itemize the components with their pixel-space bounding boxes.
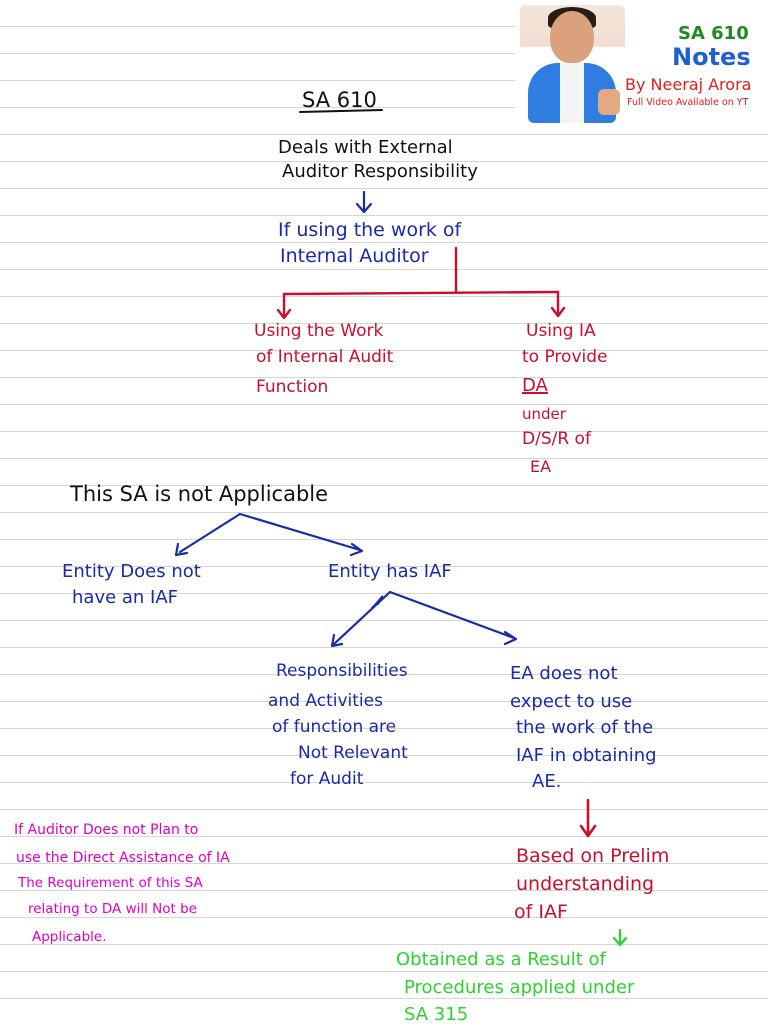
- right-branch-line-2: to Provide: [522, 348, 607, 368]
- right-branch-line-1: Using IA: [526, 322, 596, 342]
- red-branch-left: [278, 294, 290, 318]
- right-branch-line-4: under: [522, 406, 566, 423]
- da-line-4: relating to DA will Not be: [28, 902, 197, 918]
- right-branch-line-3: DA: [522, 376, 548, 397]
- right-branch-line-5: D/S/R of: [522, 430, 591, 450]
- ea-line-3: the work of the: [516, 718, 653, 739]
- author-photo: [520, 5, 625, 123]
- resp-line-3: of function are: [272, 718, 396, 738]
- obtained-line-2: Procedures applied under: [404, 978, 634, 999]
- da-line-1: If Auditor Does not Plan to: [14, 822, 198, 838]
- red-branch-line: [284, 292, 558, 294]
- obtained-line-1: Obtained as a Result of: [396, 950, 606, 971]
- if-line-2: Internal Auditor: [280, 246, 429, 268]
- red-branch-right: [552, 292, 564, 316]
- obtained-line-3: SA 315: [404, 1005, 468, 1026]
- resp-line-1: Responsibilities: [276, 662, 408, 682]
- resp-line-2: and Activities: [268, 692, 383, 712]
- left-branch-line-2: of Internal Audit: [256, 348, 393, 368]
- arrow-ae-to-prelim: [581, 800, 595, 836]
- resp-line-5: for Audit: [290, 770, 363, 790]
- prelim-line-2: understanding: [516, 874, 654, 896]
- arrow-to-has-iaf: [240, 514, 362, 555]
- deals-line-2: Auditor Responsibility: [282, 162, 478, 183]
- no-iaf-line-1: Entity Does not: [62, 562, 201, 583]
- banner-sa-number: SA 610: [678, 24, 749, 45]
- ea-line-1: EA does not: [510, 664, 618, 685]
- no-iaf-line-2: have an IAF: [72, 588, 178, 609]
- da-line-2: use the Direct Assistance of IA: [16, 850, 230, 866]
- ea-line-5: AE.: [532, 772, 561, 793]
- arrow-to-no-iaf: [176, 514, 240, 555]
- has-iaf-label: Entity has IAF: [328, 562, 452, 583]
- prelim-line-1: Based on Prelim: [516, 846, 669, 868]
- da-line-5: Applicable.: [32, 930, 107, 946]
- not-applicable-heading: This SA is not Applicable: [70, 482, 328, 506]
- banner-author: By Neeraj Arora: [625, 76, 751, 94]
- if-line-1: If using the work of: [278, 220, 461, 242]
- deals-line-1: Deals with External: [278, 138, 453, 159]
- resp-line-4: Not Relevant: [298, 744, 408, 764]
- banner-video-note: Full Video Available on YT: [627, 98, 748, 109]
- arrow-to-ea: [390, 592, 516, 644]
- arrow-prelim-to-obtained: [614, 930, 626, 945]
- ea-line-2: expect to use: [510, 692, 632, 713]
- right-branch-line-6: EA: [530, 458, 551, 476]
- left-branch-line-1: Using the Work: [254, 322, 383, 342]
- da-line-3: The Requirement of this SA: [18, 876, 203, 892]
- page-title: SA 610: [302, 88, 377, 112]
- arrow-deals-to-if: [357, 192, 371, 212]
- banner-notes-label: Notes: [672, 44, 751, 72]
- scribble-has-iaf: [372, 596, 382, 608]
- left-branch-line-3: Function: [256, 378, 328, 398]
- prelim-line-3: of IAF: [514, 902, 568, 924]
- ea-line-4: IAF in obtaining: [516, 746, 657, 767]
